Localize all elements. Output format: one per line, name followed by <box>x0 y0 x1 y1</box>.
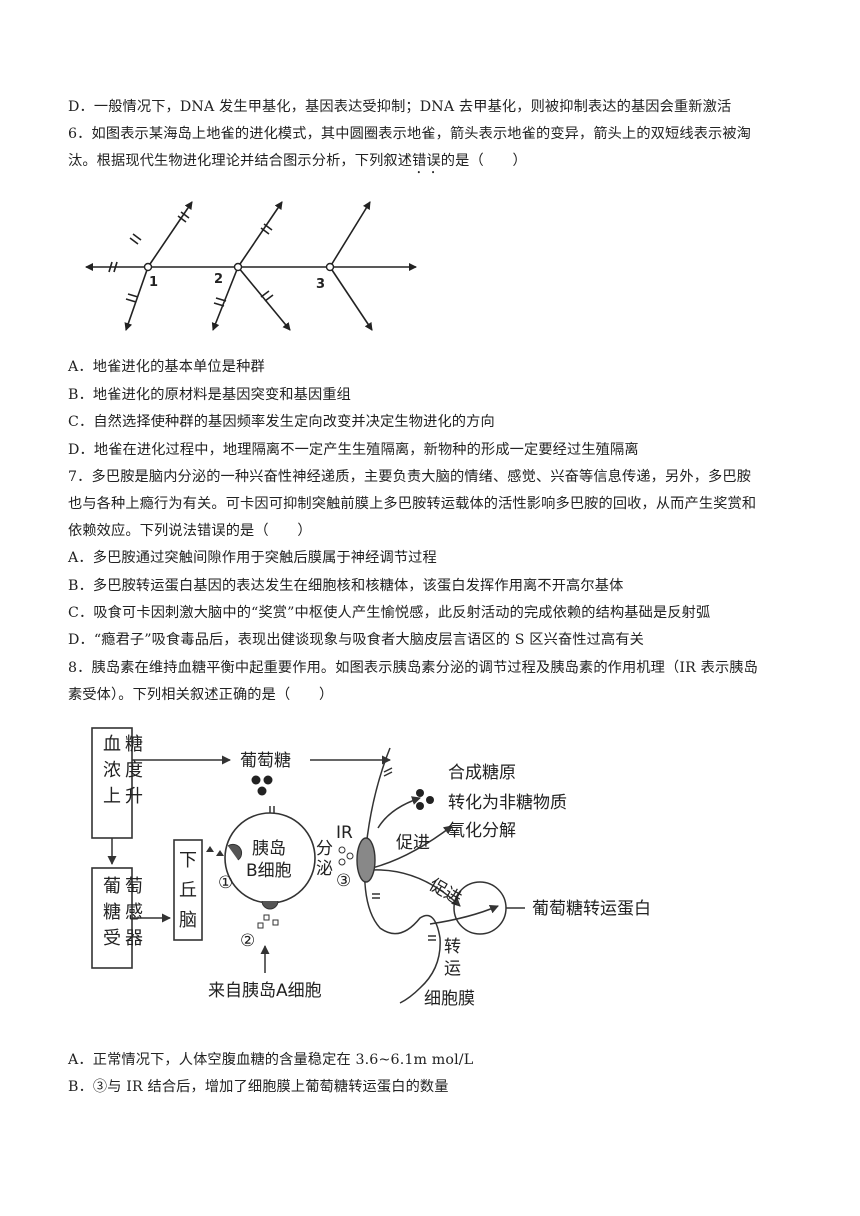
glucose-label: 葡萄糖 <box>240 751 291 771</box>
population-node-1 <box>143 262 153 272</box>
svg-text:③: ③ <box>336 871 351 891</box>
transporter-label: 葡萄糖转运蛋白 <box>532 899 651 919</box>
ir-label: IR <box>336 823 353 843</box>
q6-stem-line1: 6．如图表示某海岛上地雀的进化模式，其中圆圈表示地雀，箭头表示地雀的变异，箭头上… <box>68 126 752 142</box>
svg-text:分: 分 <box>316 839 333 859</box>
q7-stem-line1: 7．多巴胺是脑内分泌的一种兴奋性神经递质，主要负责大脑的情绪、感觉、兴奋等信息传… <box>68 469 752 485</box>
membrane-label: 细胞膜 <box>424 989 475 1009</box>
svg-text:促进: 促进 <box>396 833 430 853</box>
svg-text:器: 器 <box>125 928 143 949</box>
q7-option-b: B．多巴胺转运蛋白基因的表达发生在细胞核和核糖体，该蛋白发挥作用离不开高尔基体 <box>68 578 624 594</box>
svg-text:糖: 糖 <box>125 734 143 755</box>
q7-option-d: D．“瘾君子”吸食毒品后，表现出健谈现象与吸食者大脑皮层言语区的 S 区兴奋性过… <box>68 632 645 648</box>
svg-text:①: ① <box>218 873 233 893</box>
svg-text:B细胞: B细胞 <box>246 861 292 881</box>
q7-option-a: A．多巴胺通过突触间隙作用于突触后膜属于神经调节过程 <box>68 550 437 566</box>
svg-text:②: ② <box>240 931 255 951</box>
q7-stem-line3: 依赖效应。下列说法错误的是（ ） <box>68 523 312 539</box>
q6-stem-line2: 汰。根据现代生物进化理论并结合图示分析，下列叙述错误的是（ ） <box>68 151 798 177</box>
q6-stem-post: 的是（ ） <box>440 153 527 169</box>
svg-text:葡: 葡 <box>103 876 121 897</box>
svg-text:升: 升 <box>125 786 143 807</box>
svg-text:合成糖原: 合成糖原 <box>448 763 516 783</box>
svg-text:转化为非糖物质: 转化为非糖物质 <box>448 793 567 813</box>
node-label-3: 3 <box>316 277 325 292</box>
population-node-3 <box>325 262 335 272</box>
q6-option-d: D．地雀在进化过程中，地理隔离不一定产生生殖隔离，新物种的形成一定要经过生殖隔离 <box>68 442 639 458</box>
q6-stem-emphasis: 错误 <box>412 153 441 169</box>
q6-option-a: A．地雀进化的基本单位是种群 <box>68 359 265 375</box>
svg-text:受: 受 <box>103 928 121 949</box>
svg-text:浓: 浓 <box>103 760 121 781</box>
svg-text:上: 上 <box>103 786 121 807</box>
q8-insulin-diagram: 血 糖 浓 度 上 升 葡 萄 糖 感 受 器 下 丘 脑 <box>91 727 651 1009</box>
svg-text:萄: 萄 <box>125 876 143 897</box>
q8-stem-line1: 8．胰岛素在维持血糖平衡中起重要作用。如图表示胰岛素分泌的调节过程及胰岛素的作用… <box>68 660 758 676</box>
svg-text:胰岛: 胰岛 <box>252 839 286 859</box>
q7-stem-line2: 也与各种上瘾行为有关。可卡因可抑制突触前膜上多巴胺转运载体的活性影响多巴胺的回收… <box>68 496 757 512</box>
q6-option-c: C．自然选择使种群的基因频率发生定向改变并决定生物进化的方向 <box>68 414 495 430</box>
svg-text:丘: 丘 <box>179 880 197 901</box>
q8-option-b: B．③与 IR 结合后，增加了细胞膜上葡萄糖转运蛋白的数量 <box>68 1079 449 1095</box>
q7-option-c: C．吸食可卡因刺激大脑中的“奖赏”中枢使人产生愉悦感，此反射活动的完成依赖的结构… <box>68 605 711 621</box>
node-label-2: 2 <box>214 272 223 287</box>
q8-option-a: A．正常情况下，人体空腹血糖的含量稳定在 3.6~6.1m mol/L <box>68 1052 474 1068</box>
q6-evolution-diagram: 1 2 3 <box>85 201 417 331</box>
from-a-cell-label: 来自胰岛A细胞 <box>208 981 322 1001</box>
svg-text:下: 下 <box>179 850 197 871</box>
svg-text:脑: 脑 <box>179 910 197 931</box>
q5-option-d: D．一般情况下，DNA 发生甲基化，基因表达受抑制；DNA 去甲基化，则被抑制表… <box>68 99 732 115</box>
hypothalamus-box <box>173 839 203 941</box>
cell-membrane-curve <box>363 747 441 1004</box>
svg-text:转: 转 <box>444 937 461 957</box>
svg-text:运: 运 <box>444 959 461 979</box>
population-node-2 <box>233 262 243 272</box>
q6-stem-pre: 汰。根据现代生物进化理论并结合图示分析，下列叙述 <box>68 153 413 169</box>
svg-text:度: 度 <box>125 760 143 781</box>
ir-receptor <box>356 837 376 883</box>
q6-option-b: B．地雀进化的原材料是基因突变和基因重组 <box>68 387 351 403</box>
svg-text:糖: 糖 <box>103 902 121 923</box>
svg-text:血: 血 <box>103 734 121 755</box>
node-label-1: 1 <box>149 275 158 290</box>
svg-text:泌: 泌 <box>316 859 333 879</box>
svg-text:感: 感 <box>125 902 143 923</box>
svg-text:氧化分解: 氧化分解 <box>448 821 516 841</box>
q8-stem-line2: 素受体）。下列相关叙述正确的是（ ） <box>68 687 334 703</box>
